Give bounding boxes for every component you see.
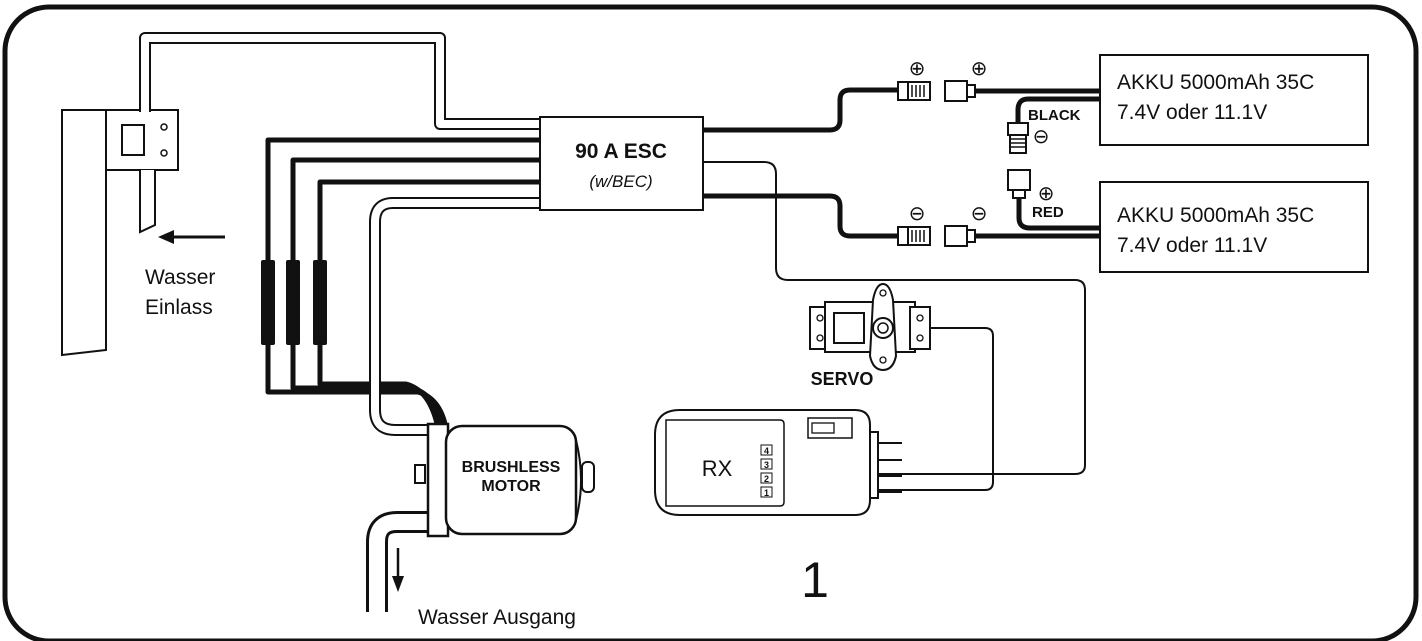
minus-symbol-black: ⊖ bbox=[1033, 126, 1050, 148]
water-inlet-label-line2: Einlass bbox=[145, 296, 213, 319]
minus-symbol-esc: ⊖ bbox=[909, 203, 926, 225]
esc-negative-lead bbox=[703, 193, 900, 239]
connector-series-black bbox=[1007, 122, 1029, 154]
connector-plus-battery bbox=[944, 80, 976, 102]
receiver-channel-4: 4 bbox=[764, 446, 769, 456]
servo-label: SERVO bbox=[811, 369, 874, 389]
diagram-frame bbox=[2, 4, 1419, 641]
battery-1-voltage: 7.4V oder 11.1V bbox=[1117, 101, 1267, 124]
esc-title: 90 A ESC bbox=[575, 140, 667, 163]
receiver-channel-list: 4 3 2 1 bbox=[760, 444, 773, 498]
black-wire-label: BLACK bbox=[1028, 107, 1081, 124]
connector-minus-battery bbox=[944, 225, 976, 247]
battery-1-capacity: AKKU 5000mAh 35C bbox=[1117, 71, 1314, 94]
brushless-motor bbox=[414, 422, 595, 538]
plus-symbol-battery: ⊕ bbox=[971, 58, 988, 80]
connector-plus-esc bbox=[897, 81, 931, 101]
plus-symbol-esc: ⊕ bbox=[909, 58, 926, 80]
outlet-arrow bbox=[392, 548, 404, 592]
cooling-tube bbox=[369, 197, 540, 436]
rudder bbox=[61, 109, 179, 357]
servo bbox=[809, 282, 931, 372]
esc-positive-lead bbox=[703, 87, 900, 133]
heat-shrink bbox=[261, 260, 327, 345]
water-inlet-tube bbox=[139, 32, 540, 130]
motor-label-line2: MOTOR bbox=[481, 478, 541, 495]
receiver-channel-3: 3 bbox=[764, 460, 769, 470]
motor-label-line1: BRUSHLESS bbox=[462, 459, 561, 476]
battery-2-box bbox=[1099, 181, 1369, 273]
receiver-label: RX bbox=[702, 456, 733, 481]
water-outlet-label: Wasser Ausgang bbox=[418, 606, 576, 629]
water-inlet-label-line1: Wasser bbox=[145, 266, 215, 289]
minus-symbol-battery: ⊖ bbox=[971, 203, 988, 225]
black-series-lead bbox=[1015, 96, 1100, 123]
inlet-arrow bbox=[158, 230, 225, 244]
battery-1-box bbox=[1099, 54, 1369, 146]
esc-subtitle: (w/BEC) bbox=[589, 172, 652, 191]
battery-2-capacity: AKKU 5000mAh 35C bbox=[1117, 204, 1314, 227]
receiver bbox=[654, 409, 902, 516]
plus-symbol-red: ⊕ bbox=[1038, 183, 1055, 205]
red-wire-label: RED bbox=[1032, 204, 1064, 221]
esc-bec-lead bbox=[703, 161, 1086, 475]
esc-box bbox=[539, 116, 704, 211]
battery-2-voltage: 7.4V oder 11.1V bbox=[1117, 234, 1267, 257]
connector-series-red bbox=[1007, 169, 1031, 199]
red-series-lead bbox=[1016, 198, 1100, 231]
motor-wires bbox=[265, 137, 540, 429]
servo-lead bbox=[876, 327, 994, 491]
figure-number: 1 bbox=[801, 552, 829, 608]
connector-minus-esc bbox=[897, 226, 931, 246]
receiver-channel-1: 1 bbox=[764, 488, 769, 498]
receiver-channel-2: 2 bbox=[764, 474, 769, 484]
